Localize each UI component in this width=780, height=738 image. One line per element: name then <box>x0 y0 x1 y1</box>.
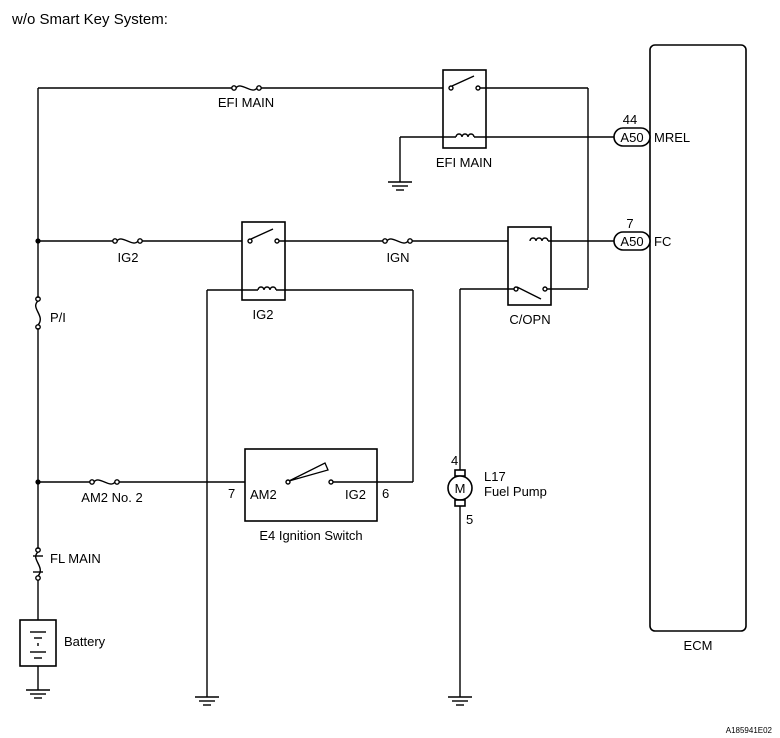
ground-fuel-pump-icon <box>448 696 472 706</box>
efi-main-relay-label: EFI MAIN <box>436 155 492 170</box>
efi-main-fuse-label: EFI MAIN <box>218 95 274 110</box>
fuel-pump-symbol: M <box>455 481 466 496</box>
ground-efi-relay-icon <box>388 137 412 191</box>
connector-a50-fc-label: A50 <box>620 234 643 249</box>
switch-pin-am2: 7 <box>228 486 235 501</box>
ig2-relay-label: IG2 <box>253 307 274 322</box>
efi-main-relay <box>400 69 614 288</box>
copn-relay-label: C/OPN <box>509 312 550 327</box>
diagram-title: w/o Smart Key System: <box>11 11 168 28</box>
ignition-switch <box>244 448 413 522</box>
fl-main-link <box>33 547 43 581</box>
connector-a50-fc <box>613 231 651 251</box>
switch-ig2-label: IG2 <box>345 487 366 502</box>
pin-fc-number: 7 <box>626 216 633 231</box>
pi-fuse-label: P/I <box>50 310 66 325</box>
ig2-fuse-label: IG2 <box>118 250 139 265</box>
ign-fuse-label: IGN <box>386 250 409 265</box>
am2-fuse-label: AM2 No. 2 <box>81 490 142 505</box>
switch-am2-label: AM2 <box>250 487 277 502</box>
signal-fc: FC <box>654 234 671 249</box>
battery-label: Battery <box>64 634 106 649</box>
ig2-relay <box>206 221 414 697</box>
ecm-label: ECM <box>684 638 713 653</box>
fuel-pump-code: L17 <box>484 469 506 484</box>
connector-a50-mrel <box>613 127 651 147</box>
fuel-pump-motor-icon <box>447 469 473 697</box>
fuel-pump-name: Fuel Pump <box>484 484 547 499</box>
battery-symbol <box>19 619 57 690</box>
main-bus <box>35 88 41 620</box>
pi-fuse <box>35 296 41 330</box>
pin-mrel-number: 44 <box>623 112 637 127</box>
switch-pin-ig2: 6 <box>382 486 389 501</box>
figure-code: A185941E02 <box>726 726 773 735</box>
fuel-pump-pin-top: 4 <box>451 453 458 468</box>
efi-main-fuse-wire <box>38 85 445 91</box>
signal-mrel: MREL <box>654 130 690 145</box>
ignition-switch-label: E4 Ignition Switch <box>259 528 362 543</box>
fuel-pump-pin-bottom: 5 <box>466 512 473 527</box>
connector-a50-mrel-label: A50 <box>620 130 643 145</box>
ground-battery-icon <box>26 689 50 699</box>
copn-relay <box>459 226 614 470</box>
ig2-fuse-wire <box>38 238 250 244</box>
fl-main-label: FL MAIN <box>50 551 101 566</box>
ground-ig2-relay-icon <box>195 696 219 706</box>
ecm-box <box>649 44 747 632</box>
